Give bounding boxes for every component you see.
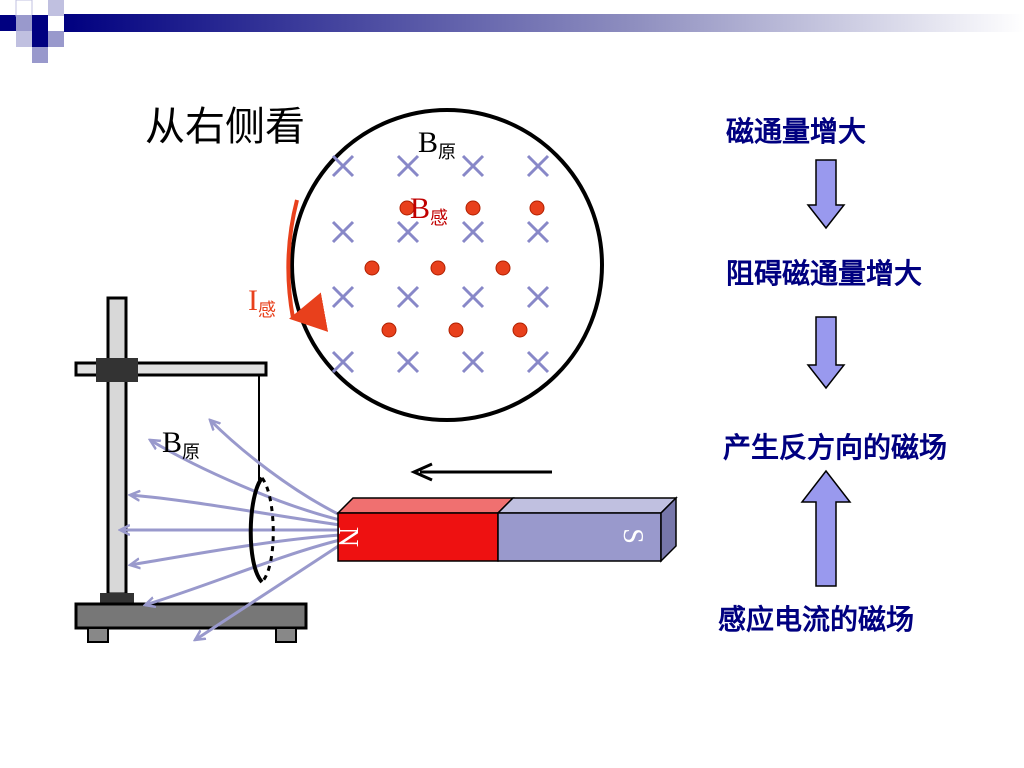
b-original-cross-marks <box>331 154 550 374</box>
up-arrow <box>800 469 852 587</box>
iron-stand <box>74 296 308 643</box>
label-b-original-left: B原 <box>162 426 201 463</box>
flow-step-2: 阻碍磁通量增大 <box>726 257 923 290</box>
induced-current-arrow <box>286 199 329 332</box>
flow-step-4: 感应电流的磁场 <box>718 603 915 636</box>
b-induced-dot-marks <box>364 200 545 338</box>
motion-arrow <box>410 462 552 482</box>
flow-step-1: 磁通量增大 <box>726 115 867 148</box>
loop-view-circle <box>290 108 604 422</box>
magnet-north-label: N <box>332 526 364 548</box>
magnet-south-label: S <box>616 528 648 544</box>
label-b-induced: B感 <box>410 192 449 229</box>
header-bar <box>64 14 1024 32</box>
flow-step-3: 产生反方向的磁场 <box>723 431 948 464</box>
label-b-original-top: B原 <box>418 126 457 163</box>
corner-decoration <box>0 0 64 63</box>
magnetic-field-lines <box>120 420 341 640</box>
page-title: 从右侧看 <box>145 104 305 150</box>
down-arrow-2 <box>806 316 846 390</box>
label-i-induced: I感 <box>248 284 276 321</box>
down-arrow-1 <box>806 159 846 230</box>
north-pole <box>337 512 499 562</box>
coil-loop <box>248 476 275 584</box>
bar-magnet <box>336 496 678 563</box>
